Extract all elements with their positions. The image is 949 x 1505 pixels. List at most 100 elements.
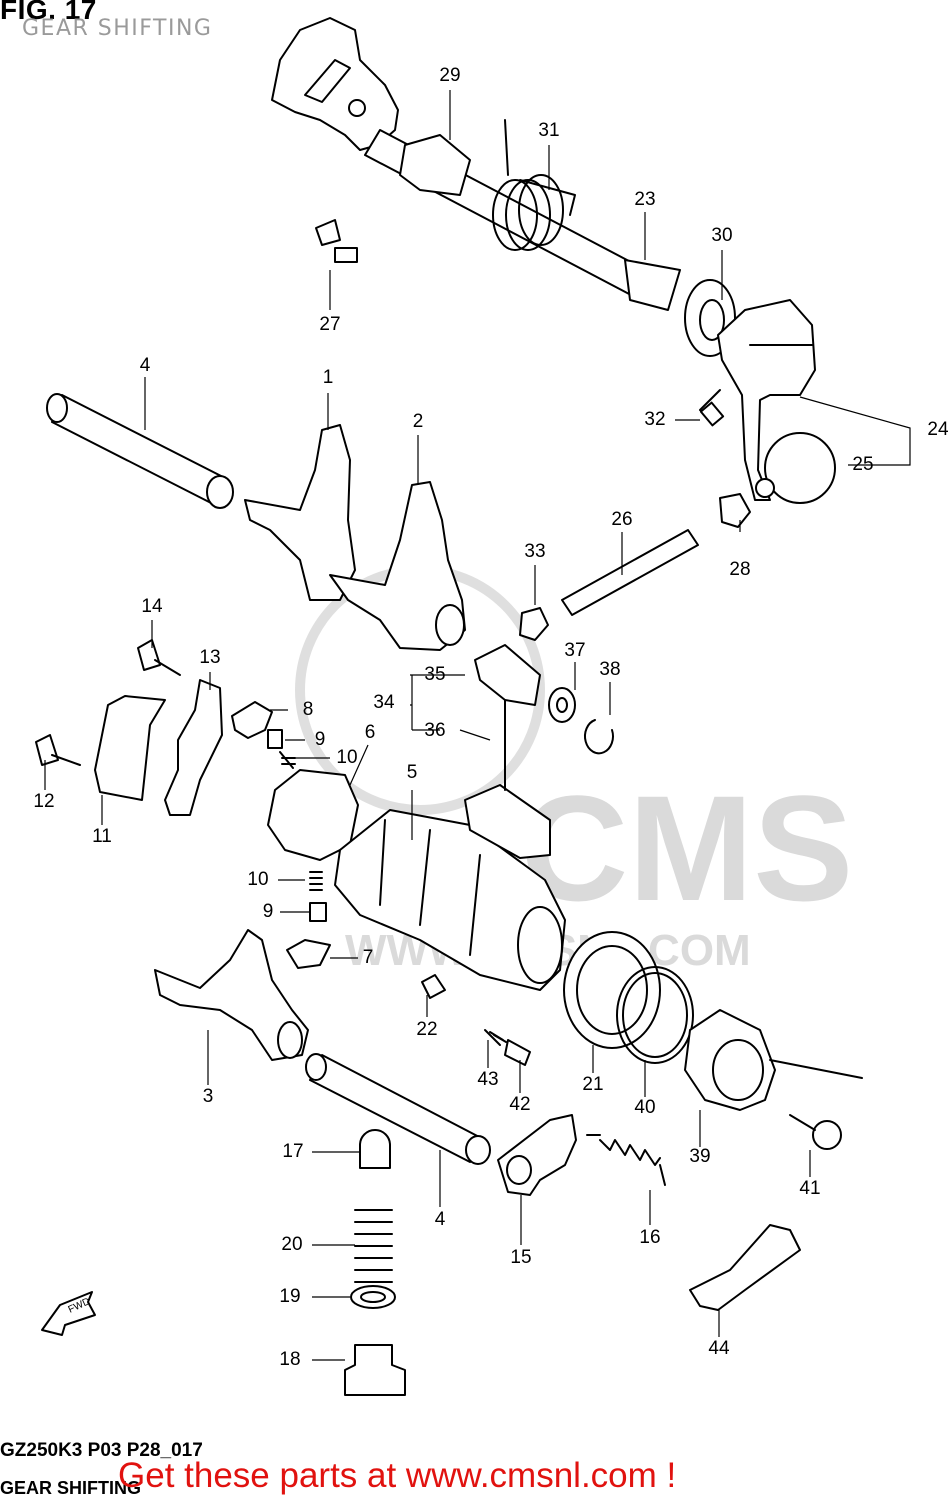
- callout-35: 35: [424, 664, 445, 685]
- callout-36: 36: [424, 720, 445, 741]
- part-20-spring: [354, 1209, 393, 1283]
- part-18-plug: [344, 1344, 406, 1396]
- callout-29: 29: [439, 65, 460, 86]
- leader-lines: [44, 90, 911, 1361]
- callout-8: 8: [303, 699, 314, 720]
- part-5-shift-drum: [334, 809, 566, 991]
- callout-15: 15: [510, 1247, 531, 1268]
- callout-39: 39: [689, 1146, 710, 1167]
- callout-41: 41: [799, 1178, 820, 1199]
- part-37-washer: [548, 687, 576, 723]
- callout-13: 13: [199, 647, 220, 668]
- callout-20: 20: [281, 1234, 302, 1255]
- figure-subtitle: GEAR SHIFTING: [22, 16, 213, 41]
- callout-42: 42: [509, 1094, 530, 1115]
- callout-43: 43: [477, 1069, 498, 1090]
- callout-17: 17: [282, 1141, 303, 1162]
- callout-9-upper: 9: [315, 729, 326, 750]
- watermark-brand: CMS: [520, 764, 853, 932]
- part-42-pin: [504, 1039, 531, 1066]
- callout-44: 44: [708, 1338, 730, 1359]
- callout-1: 1: [323, 367, 334, 388]
- figure-title: FIG. 17: [0, 0, 97, 25]
- callout-22: 22: [416, 1019, 437, 1040]
- part-3-shift-fork: [154, 929, 309, 1061]
- part-33-nut: [519, 607, 549, 641]
- part-8-cam-stopper: [231, 701, 273, 739]
- part-10-spring-lower: [309, 871, 323, 891]
- part-16-spring: [586, 1134, 666, 1186]
- callout-14: 14: [141, 596, 163, 617]
- callout-labels: 1 2 3 4 4 5 6 7 8 9 9 10 10 11 12 13 14 …: [33, 65, 949, 1370]
- callout-27: 27: [319, 314, 340, 335]
- part-11-stopper-plate: [94, 695, 166, 801]
- part-43-spring: [484, 1029, 507, 1046]
- callout-11: 11: [92, 826, 112, 847]
- callout-33: 33: [524, 541, 545, 562]
- part-21-gasket: [563, 931, 661, 1049]
- part-7-plate: [286, 939, 331, 969]
- part-44-clamp: [689, 1224, 801, 1311]
- part-38-circlip: [584, 719, 614, 755]
- callout-28: 28: [729, 559, 750, 580]
- part-9-pin-upper: [267, 729, 283, 749]
- callout-21: 21: [582, 1074, 603, 1095]
- part-9-pin-lower: [309, 902, 327, 922]
- callout-23: 23: [634, 189, 655, 210]
- part-41-screw: [789, 1114, 842, 1150]
- callout-6: 6: [365, 722, 376, 743]
- callout-10-lower: 10: [247, 869, 268, 890]
- part-13-plate: [164, 679, 223, 816]
- part-40-o-ring: [616, 966, 694, 1064]
- callout-10-upper: 10: [336, 747, 357, 768]
- callout-37: 37: [564, 640, 585, 661]
- callout-32: 32: [644, 409, 665, 430]
- part-29-shift-shaft: [271, 17, 681, 311]
- part-24-shift-lever: [717, 299, 836, 504]
- callout-16: 16: [639, 1227, 660, 1248]
- part-32-bolt: [699, 389, 725, 427]
- part-2-shift-fork: [329, 481, 466, 651]
- callout-25: 25: [852, 454, 873, 475]
- part-28-nut: [719, 493, 751, 528]
- callout-18: 18: [279, 1349, 300, 1370]
- promo-link[interactable]: Get these parts at www.cmsnl.com !: [118, 1456, 677, 1495]
- callout-19: 19: [279, 1286, 300, 1307]
- part-35-shaft-arm: [474, 644, 541, 706]
- part-15-cam-stopper: [497, 1114, 577, 1196]
- part-31-return-spring: [492, 119, 576, 251]
- part-10-spring-upper: [279, 751, 296, 769]
- callout-24: 24: [927, 419, 949, 440]
- callout-4-upper: 4: [140, 355, 151, 376]
- part-19-washer: [350, 1285, 396, 1309]
- callout-12: 12: [33, 791, 54, 812]
- callout-3: 3: [203, 1086, 214, 1107]
- callout-2: 2: [413, 411, 424, 432]
- part-1-shift-fork: [244, 424, 356, 601]
- callout-5: 5: [407, 762, 418, 783]
- callout-38: 38: [599, 659, 620, 680]
- callout-4-lower: 4: [435, 1209, 446, 1230]
- part-26-gear-shift-shaft: [561, 529, 699, 616]
- callout-7: 7: [363, 947, 374, 968]
- callout-30: 30: [711, 225, 732, 246]
- part-39-neutral-switch: [684, 1009, 863, 1111]
- callout-9-lower: 9: [263, 901, 274, 922]
- part-27-bolt: [315, 219, 358, 263]
- fwd-arrow-icon: [41, 1291, 96, 1336]
- part-17-plunger: [359, 1129, 391, 1169]
- callout-34: 34: [373, 692, 395, 713]
- part-12-screw: [35, 734, 81, 766]
- model-code: GZ250K3 P03 P28_017: [0, 1440, 203, 1461]
- callout-40: 40: [634, 1097, 655, 1118]
- part-22-pin: [421, 974, 446, 999]
- part-14-screw: [137, 639, 181, 676]
- callout-26: 26: [611, 509, 632, 530]
- part-4-fork-shaft-lower: [305, 1053, 491, 1165]
- model-subtitle: GEAR SHIFTING: [0, 1478, 142, 1498]
- part-4-fork-shaft-upper: [46, 393, 234, 509]
- part-36-pawl: [464, 699, 551, 859]
- callout-31: 31: [538, 120, 559, 141]
